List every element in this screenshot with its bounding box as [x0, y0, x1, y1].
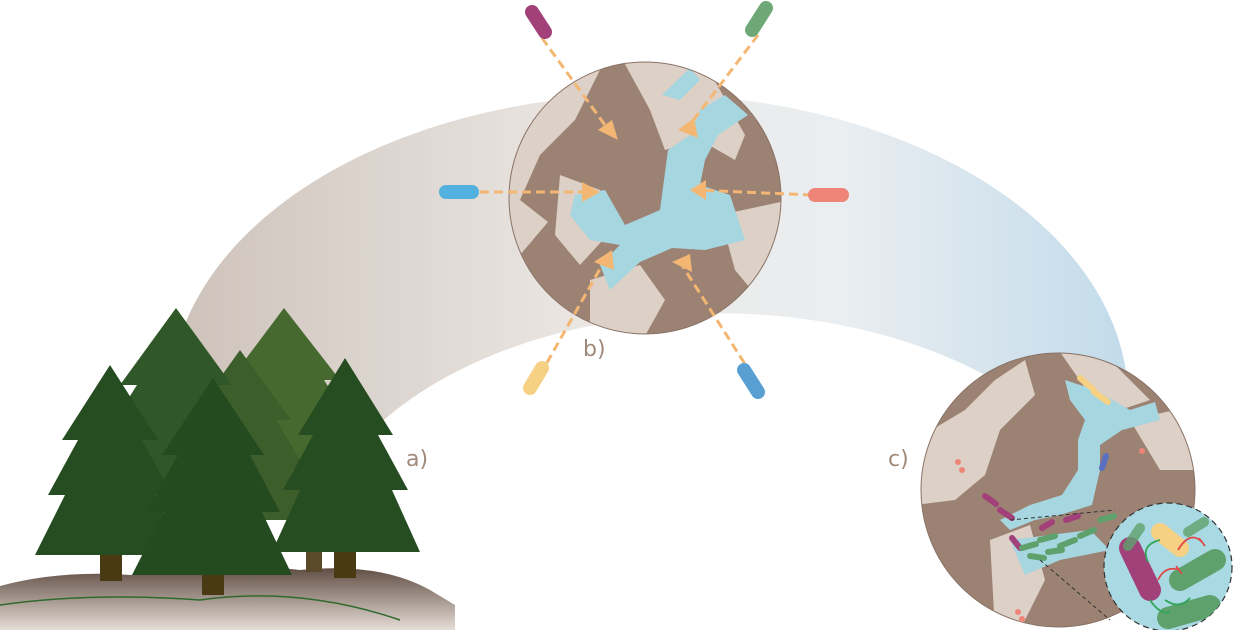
panel-label-c: c)	[888, 447, 909, 472]
bacterium-icon	[523, 361, 549, 395]
bacterium-icon	[525, 5, 552, 39]
bacterium-icon	[745, 1, 773, 37]
bacterium-icon	[737, 363, 765, 399]
interaction-arrows	[1144, 536, 1206, 614]
panel-label-a: a)	[406, 447, 428, 472]
water-channel	[1000, 380, 1160, 530]
microbe-dots	[955, 448, 1145, 622]
forest-a	[0, 308, 455, 630]
migration-arrows	[480, 34, 813, 376]
soil-aggregate-c	[920, 352, 1196, 628]
arrowheads	[582, 118, 706, 272]
panel-label-b: b)	[583, 337, 606, 362]
interaction-zoom-inset	[1009, 502, 1233, 630]
ground	[0, 566, 455, 630]
colonizing-microbes	[982, 375, 1117, 561]
incoming-microbes	[439, 1, 849, 399]
water-channel	[570, 95, 748, 290]
